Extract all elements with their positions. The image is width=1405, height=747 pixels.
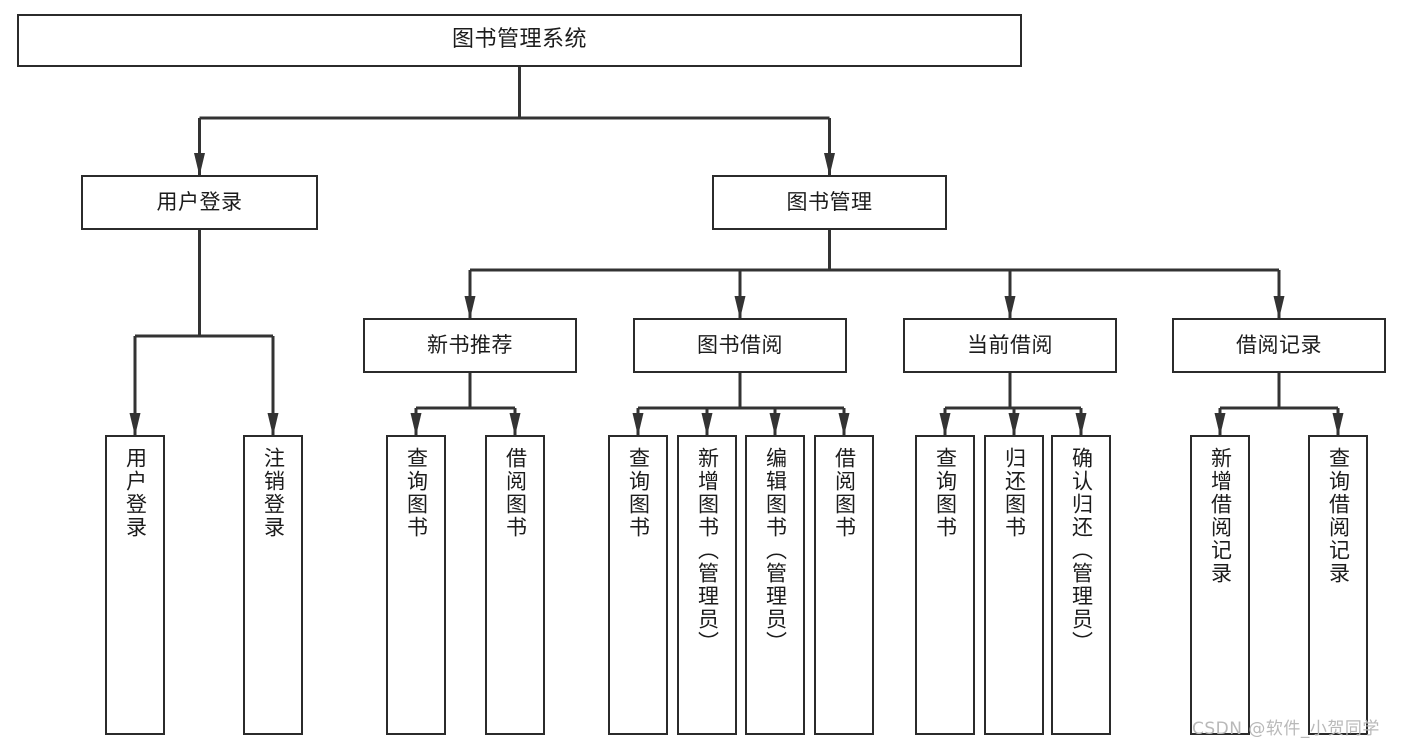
node-newbook: 新书推荐 [363,318,577,373]
arrowhead-icon [194,153,205,176]
arrowhead-icon [410,413,422,436]
arrowhead-icon [509,413,521,436]
node-leaf-11: 确认归还（管理员） [1051,435,1111,735]
node-label: 查询借阅记录 [1326,447,1351,585]
node-label: 借阅图书 [832,447,857,539]
node-label: 注销登录 [261,447,286,539]
node-label: 借阅记录 [1236,332,1322,357]
arrowhead-icon [838,413,850,436]
node-label: 编辑图书（管理员） [763,447,788,654]
arrowhead-icon [464,296,476,319]
node-label: 图书借阅 [697,332,783,357]
arrowhead-icon [939,413,951,436]
arrowhead-icon [1214,413,1226,436]
node-leaf-8: 借阅图书 [814,435,874,735]
node-leaf-3: 查询图书 [386,435,446,735]
arrowhead-icon [824,153,835,176]
node-label: 借阅图书 [503,447,528,539]
node-label: 新书推荐 [427,332,513,357]
node-leaf-4: 借阅图书 [485,435,545,735]
node-leaf-10: 归还图书 [984,435,1044,735]
arrowhead-icon [129,413,141,436]
node-leaf-6: 新增图书（管理员） [677,435,737,735]
node-leaf-13: 查询借阅记录 [1308,435,1368,735]
node-label: 新增借阅记录 [1208,447,1233,585]
node-label: 确认归还（管理员） [1069,447,1094,654]
arrowhead-icon [267,413,279,436]
watermark: CSDN @软件_小贺同学 [1192,719,1380,739]
node-login: 用户登录 [81,175,318,230]
node-leaf-1: 用户登录 [105,435,165,735]
node-leaf-9: 查询图书 [915,435,975,735]
node-label: 当前借阅 [967,332,1053,357]
node-label: 图书管理系统 [451,27,587,53]
node-borrow: 图书借阅 [633,318,847,373]
node-label: 查询图书 [933,447,958,539]
node-leaf-2: 注销登录 [243,435,303,735]
arrowhead-icon [1008,413,1020,436]
node-label: 用户登录 [156,189,243,214]
arrowhead-icon [632,413,644,436]
arrowhead-icon [701,413,713,436]
node-records: 借阅记录 [1172,318,1386,373]
node-label: 查询图书 [404,447,429,539]
node-label: 用户登录 [123,447,148,539]
node-bookmgmt: 图书管理 [712,175,947,230]
node-leaf-12: 新增借阅记录 [1190,435,1250,735]
node-label: 归还图书 [1002,447,1027,539]
arrowhead-icon [1332,413,1344,436]
arrowhead-icon [734,296,746,319]
arrowhead-icon [1273,296,1285,319]
arrowhead-icon [769,413,781,436]
arrowhead-icon [1075,413,1087,436]
node-label: 图书管理 [786,189,873,214]
arrowhead-icon [1004,296,1016,319]
node-leaf-7: 编辑图书（管理员） [745,435,805,735]
node-label: 新增图书（管理员） [695,447,720,654]
node-label: 查询图书 [626,447,651,539]
node-leaf-5: 查询图书 [608,435,668,735]
node-current: 当前借阅 [903,318,1117,373]
node-root: 图书管理系统 [17,14,1022,67]
